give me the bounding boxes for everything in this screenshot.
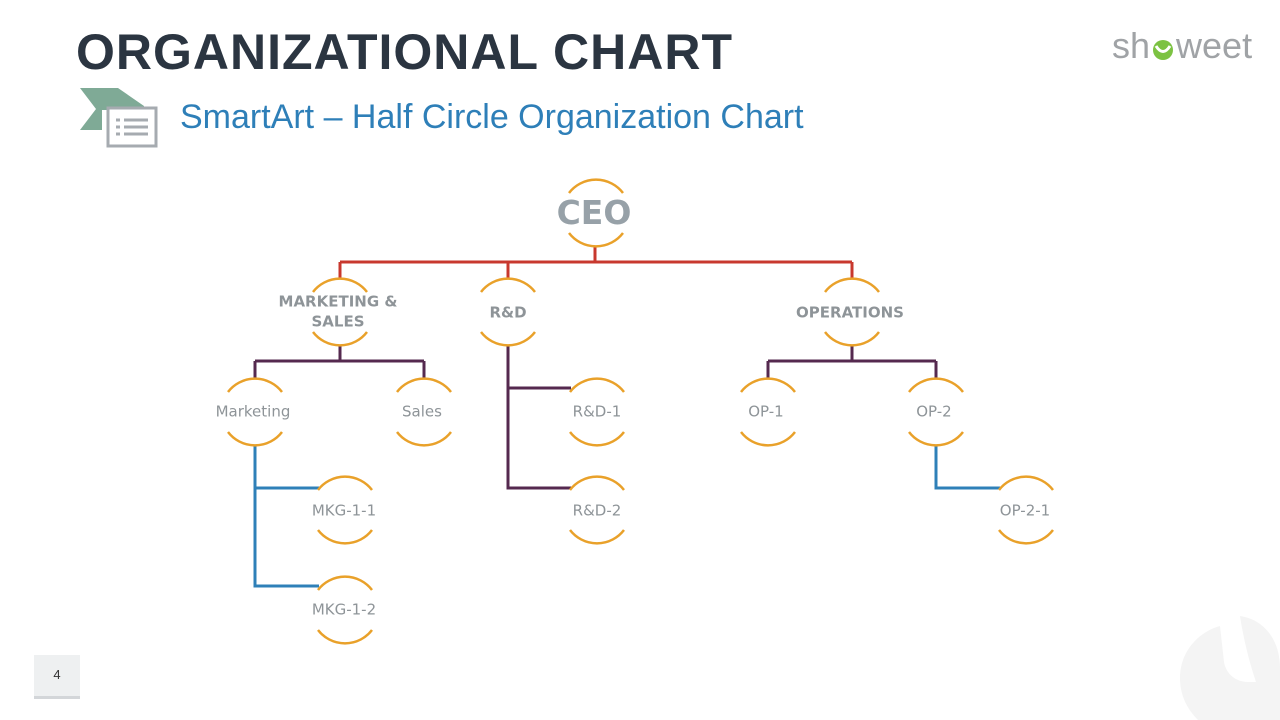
node-operations-top-arc	[824, 277, 880, 293]
node-rnd-bottom-arc	[480, 331, 536, 347]
node-sales-top-arc	[396, 377, 452, 393]
node-rnd-1-top-arc	[569, 377, 625, 393]
node-mkg-1-1-label: MKG-1-1	[312, 501, 376, 519]
node-op-2-top-arc	[908, 377, 964, 393]
node-rnd-2-label: R&D-2	[573, 501, 622, 519]
page-number: 4	[34, 655, 80, 699]
node-operations-bottom-arc	[824, 331, 880, 347]
node-sales-label: Sales	[402, 402, 442, 420]
node-op-2-label: OP-2	[916, 402, 951, 420]
node-sales-bottom-arc	[396, 431, 452, 447]
node-rnd-2-top-arc	[569, 475, 625, 491]
node-op-2-bottom-arc	[908, 431, 964, 447]
node-marketing-sales-label: MARKETING &SALES	[279, 292, 398, 330]
node-rnd-2-bottom-arc	[569, 529, 625, 545]
node-op-2-1-top-arc	[998, 475, 1054, 491]
node-mkg-1-1-bottom-arc	[317, 529, 373, 545]
node-rnd-label: R&D	[489, 303, 526, 321]
node-op-1-bottom-arc	[740, 431, 796, 447]
brand-leaf-icon	[1153, 40, 1174, 60]
node-op-2-1-label: OP-2-1	[1000, 501, 1050, 519]
node-ceo-label: CEO	[557, 193, 632, 232]
node-marketing-label: Marketing	[216, 402, 291, 420]
node-mkg-1-1-top-arc	[317, 475, 373, 491]
node-mkg-1-2-label: MKG-1-2	[312, 600, 376, 618]
watermark-logo-icon	[1180, 616, 1280, 720]
header-presentation-icon	[80, 88, 158, 148]
slide-subtitle: SmartArt – Half Circle Organization Char…	[180, 98, 804, 136]
node-rnd-1-bottom-arc	[569, 431, 625, 447]
node-op-1-top-arc	[740, 377, 796, 393]
node-op-1-label: OP-1	[748, 402, 783, 420]
slide-title: ORGANIZATIONAL CHART	[76, 24, 733, 80]
node-marketing-sales-top-arc	[312, 277, 368, 293]
node-op-2-1-bottom-arc	[998, 529, 1054, 545]
node-marketing-bottom-arc	[227, 431, 283, 447]
node-rnd-1-label: R&D-1	[573, 402, 622, 420]
node-ceo-top-arc	[568, 178, 624, 194]
connector-mkg-2	[253, 446, 319, 588]
node-ceo-bottom-arc	[568, 232, 624, 248]
node-mkg-1-2-bottom-arc	[317, 629, 373, 645]
node-mkg-1-2-top-arc	[317, 575, 373, 591]
connector-op-2-1	[934, 446, 1000, 490]
node-operations-label: OPERATIONS	[796, 303, 904, 321]
connector-rnd-2	[506, 346, 571, 490]
node-marketing-sales-bottom-arc	[312, 331, 368, 347]
node-marketing-top-arc	[227, 377, 283, 393]
node-rnd-top-arc	[480, 277, 536, 293]
